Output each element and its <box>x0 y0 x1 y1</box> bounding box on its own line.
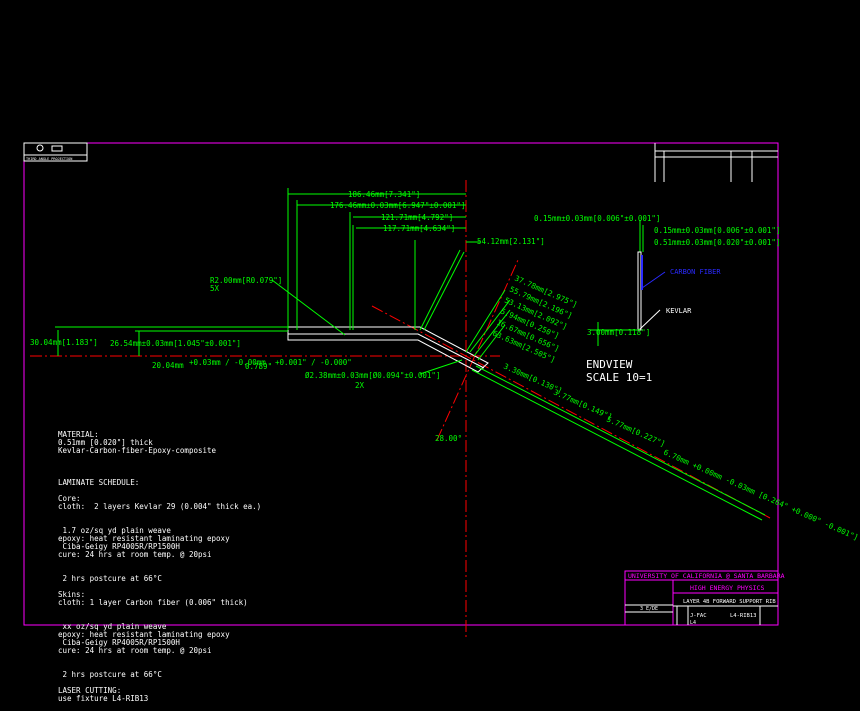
dim-length-4: 117.71mm[4.634"] <box>383 224 455 233</box>
note-line <box>58 583 261 591</box>
scale-value: 3 E/DE <box>640 606 658 612</box>
note-line: cloth: 1 layer Carbon fiber (0.006" thic… <box>58 598 248 607</box>
note-line: Skins: <box>58 590 86 599</box>
note-line: 2 hrs postcure at 66°C <box>58 670 162 679</box>
note-line: Core: <box>58 494 81 503</box>
note-line: Kevlar-Carbon-fiber-Epoxy-composite <box>58 446 217 455</box>
endview-title: ENDVIEW <box>586 358 633 371</box>
dim-radius-count: 5X <box>210 284 220 293</box>
label-carbon-fiber: CARBON FIBER <box>670 268 721 276</box>
dim-length-2: 176.46mm±0.03mm[6.947"±0.001"] <box>330 201 465 210</box>
note-line: epoxy: heat resistant laminating epoxy <box>58 630 230 639</box>
note-line: cloth: 2 layers Kevlar 29 (0.004" thick … <box>58 502 262 511</box>
dim-angle: 28.00° <box>435 434 462 443</box>
title-block: UNIVERSITY OF CALIFORNIA @ SANTA BARBARA… <box>624 570 785 626</box>
endview-dim-t1: 0.15mm±0.03mm[0.006"±0.001"] <box>534 214 660 223</box>
rib-part <box>287 326 489 373</box>
note-line: Ciba-Geigy RP4005R/RP1500H <box>58 638 180 647</box>
note-line: MATERIAL: <box>58 430 99 439</box>
dimension-lines <box>55 188 766 521</box>
note-line: cure: 24 hrs at room temp. @ 20psi <box>58 646 212 655</box>
dim-overall-length: 186.46mm[7.341"] <box>348 190 420 199</box>
projection-label: THIRD ANGLE PROJECTION <box>26 157 72 161</box>
note-line: xx oz/sq yd plain weave <box>58 622 167 631</box>
endview-dim-height: 3.00mm[0.118"] <box>587 328 650 337</box>
dim-offset-in: 0.789" <box>245 362 272 371</box>
dim-offset-vertical: 54.12mm[2.131"] <box>477 237 545 246</box>
note-line: use fixture L4-RIB13 <box>58 694 149 703</box>
note-line: epoxy: heat resistant laminating epoxy <box>58 534 230 543</box>
note-line <box>58 487 261 495</box>
sheet-id: L4 <box>690 620 696 626</box>
note-line: 0.51mm [0.020"] thick <box>58 438 153 447</box>
dim-b4: 6.70mm +0.00mm -0.03mm [0.264" +0.000" -… <box>662 448 860 543</box>
note-line <box>58 455 261 463</box>
projection-symbol: THIRD ANGLE PROJECTION <box>23 142 88 162</box>
dim-radius: R2.00mm[R0.079"] <box>210 276 282 285</box>
cad-drawing: THIRD ANGLE PROJECTION 186 <box>23 142 860 640</box>
dim-offset: 20.04mm <box>152 361 184 370</box>
label-kevlar: KEVLAR <box>666 307 692 315</box>
note-line: LAMINATE SCHEDULE: <box>58 478 140 487</box>
note-line: 1.7 oz/sq yd plain weave <box>58 526 171 535</box>
dim-length-3: 121.71mm[4.792"] <box>381 213 453 222</box>
note-line: LASER CUTTING: <box>58 686 122 695</box>
dim-offset-in-tol: +0.001" / -0.000" <box>275 358 352 367</box>
drawn-by: J-FAC <box>690 613 707 619</box>
note-line: Ciba-Geigy RP4005R/RP1500H <box>58 542 180 551</box>
department: HIGH ENERGY PHYSICS <box>690 584 764 592</box>
drawing-title: LAYER 4B FORWARD SUPPORT RIB <box>683 599 776 605</box>
dim-hole: Ø2.38mm±0.03mm[Ø0.094"±0.001"] <box>305 371 440 380</box>
note-line <box>58 679 261 687</box>
dim-offset-tol: +0.03mm / -0.00mm <box>189 358 266 367</box>
university-name: UNIVERSITY OF CALIFORNIA @ SANTA BARBARA <box>628 572 785 580</box>
endview-dim-t2: 0.15mm±0.03mm[0.006"±0.001"] <box>654 226 780 235</box>
revision-block <box>654 143 778 182</box>
drawing-number: L4-RIB13 <box>730 613 757 619</box>
endview-dim-t3: 0.51mm±0.03mm[0.020"±0.001"] <box>654 238 780 247</box>
dim-height-total: 30.04mm[1.183"] <box>30 338 98 347</box>
dim-hole-count: 2X <box>355 381 365 390</box>
endview: 0.15mm±0.03mm[0.006"±0.001"] 0.15mm±0.03… <box>534 214 780 384</box>
note-line: cure: 24 hrs at room temp. @ 20psi <box>58 550 212 559</box>
drawing-border <box>23 142 779 626</box>
endview-scale: SCALE 10=1 <box>586 371 652 384</box>
dim-height-inner: 26.54mm±0.03mm[1.045"±0.001"] <box>110 339 241 348</box>
note-line: 2 hrs postcure at 66°C <box>58 574 162 583</box>
